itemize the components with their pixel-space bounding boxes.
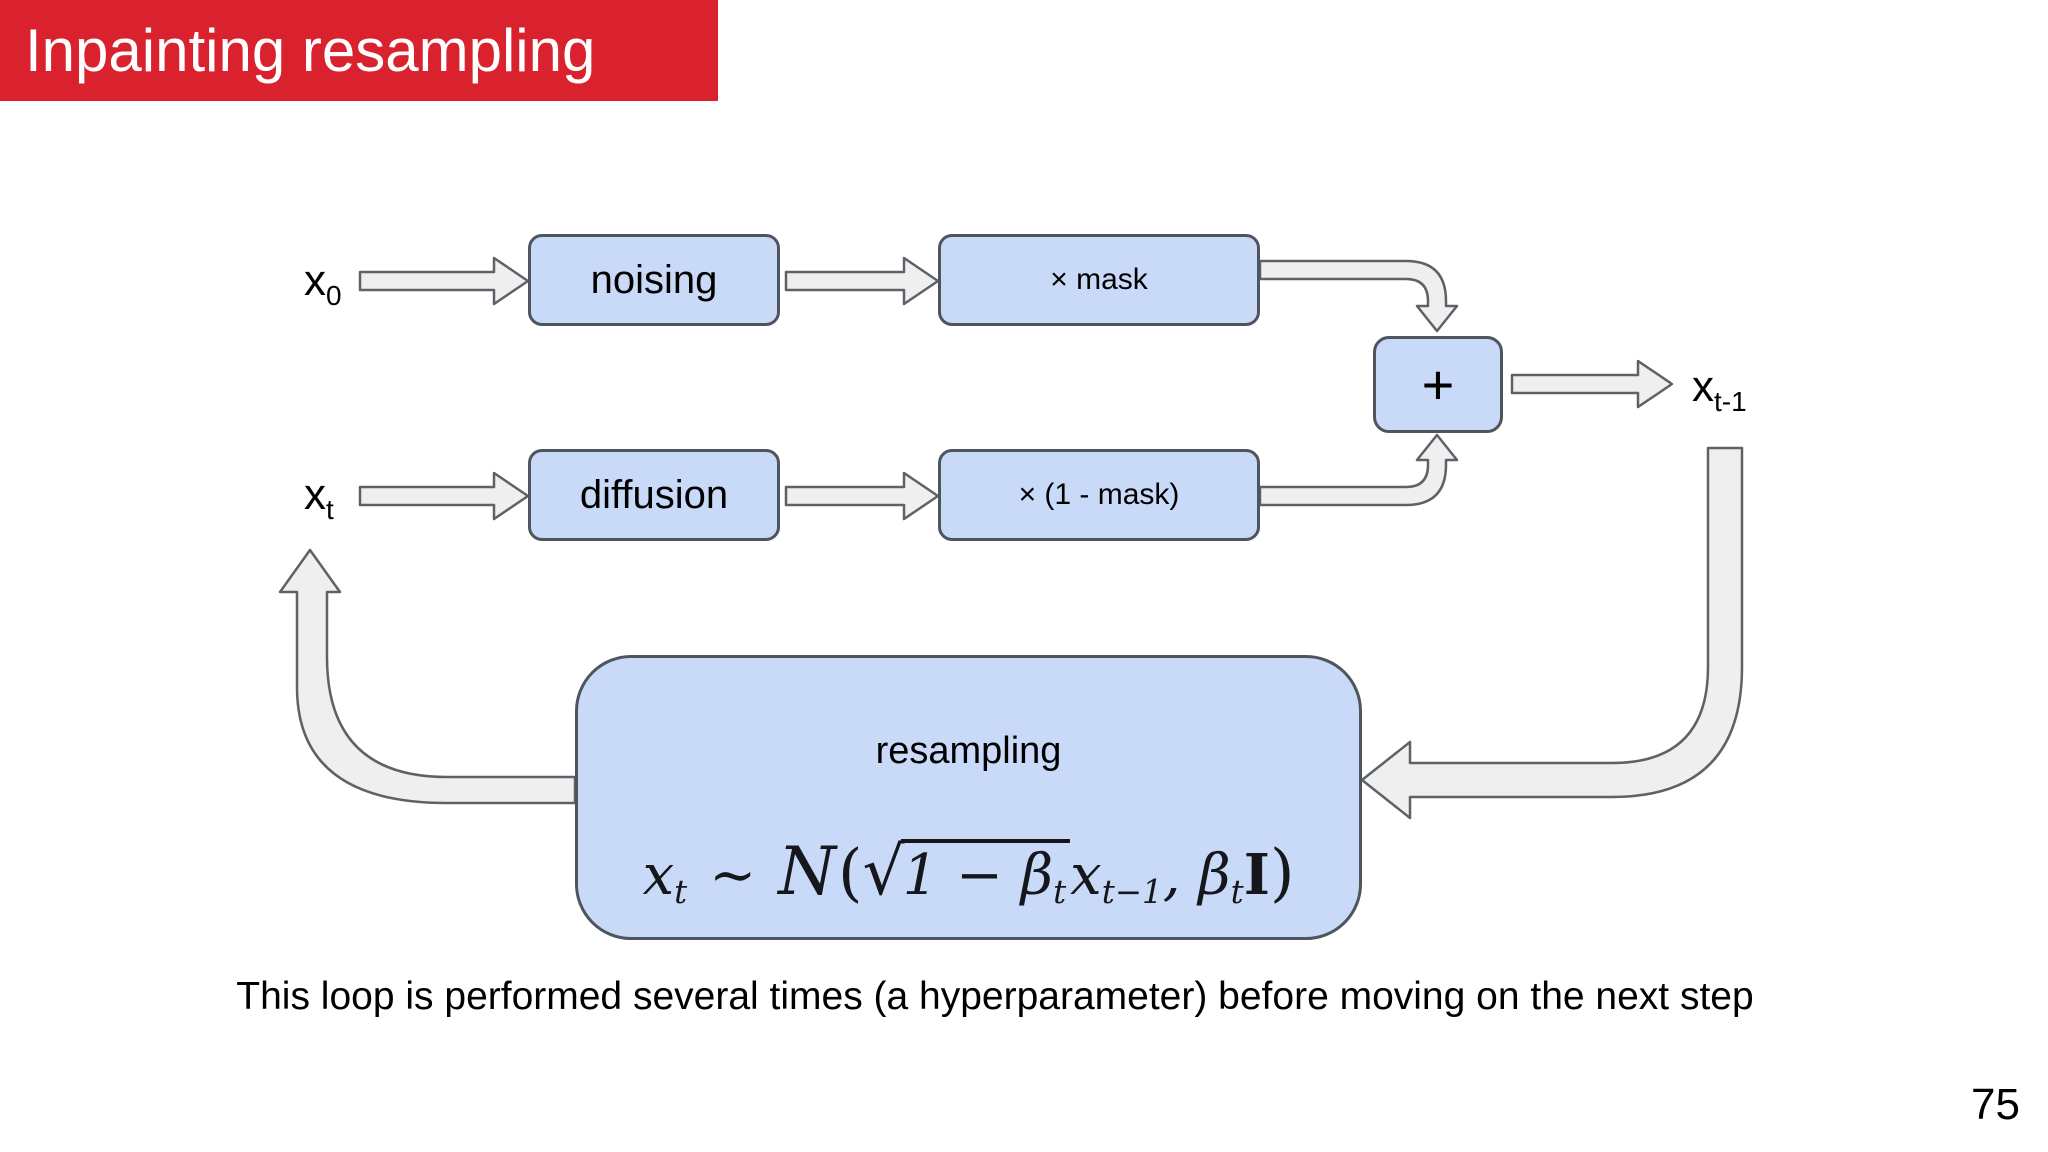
mask-box: × mask [938, 234, 1260, 326]
label-x0: x0 [304, 256, 342, 309]
resampling-box-label: resampling [875, 730, 1062, 772]
slide-caption: This loop is performed several times (a … [236, 975, 1754, 1018]
arrow-xtm1-to-resampling-icon [1360, 446, 1744, 820]
title-banner: Inpainting resampling [0, 0, 718, 101]
label-xt-sub: t [326, 493, 334, 525]
formula-open-paren: ( [837, 836, 863, 909]
arrow-diffusion-to-one-minus-mask-icon [784, 471, 940, 521]
slide-title: Inpainting resampling [25, 17, 596, 84]
formula-close-paren: ) [1269, 836, 1295, 909]
arrow-plus-to-xtm1-icon [1510, 359, 1674, 409]
noising-box: noising [528, 234, 780, 326]
arrow-xt-to-diffusion-icon [358, 471, 530, 521]
formula-identity: I [1243, 842, 1270, 908]
formula-arg: xt−1 [1070, 843, 1163, 912]
label-x0-sub: 0 [326, 279, 342, 311]
formula-sqrt-icon: √ [862, 833, 905, 910]
formula-sim: ∼ [709, 843, 757, 908]
page-number: 75 [1971, 1080, 2020, 1129]
noising-box-label: noising [590, 257, 718, 302]
one-minus-mask-box-label: × (1 - mask) [1018, 478, 1180, 511]
arrow-x0-to-noising-icon [358, 256, 530, 306]
formula-radicand: 1 − βt [900, 839, 1071, 908]
plus-box: + [1373, 336, 1503, 433]
formula-lhs: xt [642, 843, 688, 912]
label-xt: xt [304, 470, 334, 523]
formula-normal-dist: N [778, 833, 836, 910]
label-xtm1: xt-1 [1692, 362, 1747, 415]
label-xtm1-sub: t-1 [1714, 385, 1747, 417]
arrow-one-minus-mask-to-plus-icon [1258, 433, 1459, 507]
formula-comma: , [1162, 843, 1199, 908]
plus-box-label: + [1421, 353, 1455, 416]
resampling-box: resampling [575, 655, 1362, 940]
resampling-formula: xt ∼ N(√1 − βtxt−1, βtI) [575, 833, 1362, 910]
formula-beta: βt [1198, 843, 1244, 912]
label-xtm1-base: x [1692, 362, 1714, 411]
mask-box-label: × mask [1050, 263, 1148, 296]
diffusion-box: diffusion [528, 449, 780, 541]
label-x0-base: x [304, 256, 326, 305]
one-minus-mask-box: × (1 - mask) [938, 449, 1260, 541]
arrow-noising-to-mask-icon [784, 256, 940, 306]
diffusion-box-label: diffusion [579, 472, 729, 517]
arrow-resampling-to-xt-icon [278, 548, 577, 805]
label-xt-base: x [304, 470, 326, 519]
arrow-mask-to-plus-icon [1258, 259, 1459, 333]
